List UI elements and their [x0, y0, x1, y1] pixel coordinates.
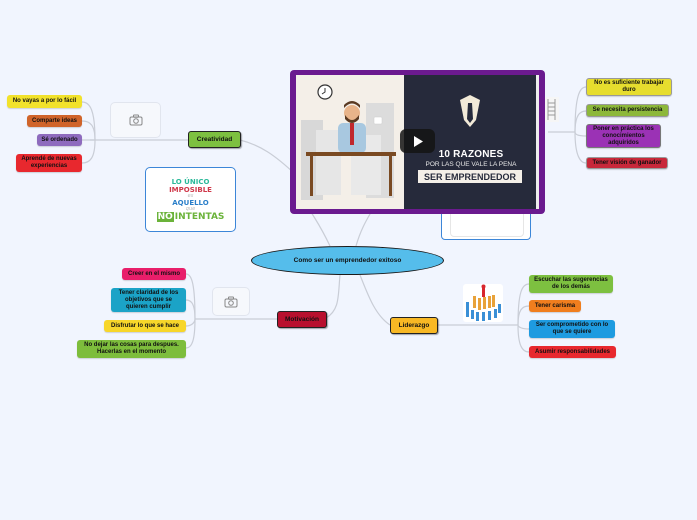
play-icon: [413, 135, 423, 147]
central-topic-label: Como ser un emprendedor exitoso: [293, 257, 402, 264]
branch-motivacion-label: Motivación: [285, 316, 319, 323]
video-illustration-left: [296, 75, 404, 209]
topic-label: Disfrutar lo que se hace: [110, 322, 180, 329]
topic-label: No vayas a por lo fácil: [12, 98, 77, 104]
branch-creatividad-label: Creatividad: [196, 136, 233, 143]
topic-poner-en-practica[interactable]: Poner en práctica los conocimientos adqu…: [586, 124, 661, 148]
quote-line-2: IMPOSIBLE: [169, 185, 212, 194]
branch-liderazgo-label: Liderazgo: [398, 322, 430, 329]
topic-label: No es suficiente trabajar duro: [594, 80, 664, 93]
topic-label: Sé ordenado: [41, 136, 78, 143]
topic-label: Asumir responsabilidades: [534, 348, 611, 355]
topic-label: Poner en práctica los conocimientos adqu…: [593, 125, 654, 146]
topic-asumir-responsabilidades[interactable]: Asumir responsabilidades: [529, 346, 616, 358]
quote-image-card[interactable]: LO ÚNICO IMPOSIBLE es AQUELLO que NO INT…: [145, 167, 236, 232]
topic-no-dejar-las-cosas-para-despues[interactable]: No dejar las cosas para despues. Hacerla…: [77, 340, 186, 358]
branch-liderazgo[interactable]: Liderazgo: [390, 317, 438, 334]
quote-line-3: es: [187, 192, 194, 199]
topic-disfrutar-lo-que-se-hace[interactable]: Disfrutar lo que se hace: [104, 320, 186, 332]
topic-label: No dejar las cosas para despues. Hacerla…: [84, 342, 179, 355]
video-subtitle: POR LAS QUE VALE LA PENA: [425, 161, 517, 168]
topic-label: Comparte ideas: [31, 117, 77, 124]
topic-label: Tener carisma: [534, 302, 576, 309]
suit-collar-icon: [460, 95, 480, 127]
topic-ser-comprometido[interactable]: Ser comprometido con lo que se quiere: [529, 320, 615, 338]
image-placeholder-creatividad[interactable]: [110, 102, 161, 138]
video-edge: [536, 75, 539, 209]
quote-no: NO: [156, 211, 174, 222]
businessman-illustration: [301, 84, 396, 200]
topic-label: Escuchar las sugerencias de los demás: [534, 277, 608, 290]
quote-line-1: LO ÚNICO: [171, 177, 210, 186]
topic-tener-vision-de-ganador[interactable]: Tener visión de ganador: [586, 157, 668, 169]
topic-aprende-de-nuevas-experiencias[interactable]: Aprendé de nuevas experiencias: [16, 154, 82, 172]
topic-no-es-suficiente-trabajar-duro[interactable]: No es suficiente trabajar duro: [586, 78, 672, 96]
topic-tener-carisma[interactable]: Tener carisma: [529, 300, 581, 312]
topic-no-vayas-a-por-lo-facil[interactable]: No vayas a por lo fácil: [7, 95, 82, 108]
camera-icon: [224, 296, 238, 307]
camera-icon: [129, 114, 142, 126]
topic-se-necesita-persistencia[interactable]: Se necesita persistencia: [586, 104, 669, 117]
topic-tener-claridad-de-objetivos[interactable]: Tener claridad de los objetivos que se q…: [111, 288, 186, 312]
branch-creatividad[interactable]: Creatividad: [188, 131, 241, 148]
topic-label: Aprendé de nuevas experiencias: [21, 156, 77, 169]
leadership-people-icon: [466, 284, 501, 321]
leadership-image[interactable]: [463, 284, 503, 322]
central-topic[interactable]: Como ser un emprendedor exitoso: [251, 246, 444, 275]
topic-label: Tener claridad de los objetivos que se q…: [118, 289, 179, 310]
image-placeholder-motivacion[interactable]: [212, 287, 250, 316]
ladder-image[interactable]: [545, 97, 559, 122]
topic-label: Tener visión de ganador: [592, 159, 662, 166]
topic-se-ordenado[interactable]: Sé ordenado: [37, 134, 82, 146]
video-play-button[interactable]: [400, 129, 435, 153]
quote-line-5: que: [185, 205, 196, 212]
video-title: 10 RAZONES: [438, 149, 504, 160]
quote-intentas: INTENTAS: [174, 211, 225, 222]
topic-label: Creer en el mismo: [127, 270, 181, 277]
quote-line-4: AQUELLO: [172, 198, 209, 207]
topic-escuchar-las-sugerencias[interactable]: Escuchar las sugerencias de los demás: [529, 275, 613, 293]
video-highlight: SER EMPRENDEDOR: [418, 170, 522, 183]
quote-line-6: NO INTENTAS: [156, 211, 225, 222]
topic-comparte-ideas[interactable]: Comparte ideas: [27, 115, 82, 127]
branch-motivacion[interactable]: Motivación: [277, 311, 327, 328]
topic-creer-en-el-mismo[interactable]: Creer en el mismo: [122, 268, 186, 280]
video-title-panel: [404, 75, 536, 209]
topic-label: Ser comprometido con lo que se quiere: [535, 322, 609, 335]
topic-label: Se necesita persistencia: [592, 107, 663, 113]
